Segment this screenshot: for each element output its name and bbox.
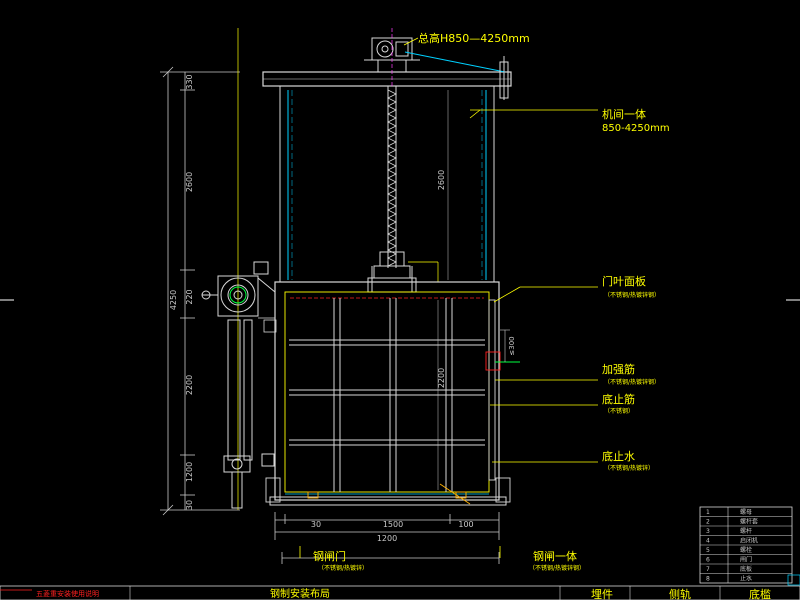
callout-bottom-stop: 底止筋 <box>602 392 635 406</box>
dim-left-upper: 2600 <box>185 172 194 192</box>
dim-left-total: 4250 <box>169 290 178 310</box>
dim-bottom-mid: 1500 <box>383 520 403 529</box>
callout-gate-panel-note: （不锈钢/热镀锌钢） <box>604 291 660 299</box>
dim-inner-lower: 2200 <box>437 368 446 388</box>
callout-reinforcing-rib: 加强筋 <box>602 362 635 376</box>
dim-right-small: ≤300 <box>508 336 516 355</box>
dim-inner-upper: 2600 <box>437 170 446 190</box>
screw-rod <box>387 86 397 268</box>
callout-bottom-stop-note: （不锈钢） <box>604 407 634 415</box>
tab-side-rail[interactable]: 侧轨 <box>669 587 691 600</box>
callout-total-height: 总高H850—4250mm <box>418 31 530 45</box>
handwheel-motor <box>201 28 276 510</box>
callout-bottom-water-stop: 底止水 <box>602 449 635 463</box>
bottom-sill <box>265 477 511 506</box>
title-row-name: 止水 <box>740 575 752 583</box>
status-title: 钢制安装布局 <box>270 587 330 600</box>
dim-bottom-left: 30 <box>311 520 321 529</box>
title-row-num: 2 <box>706 519 710 526</box>
title-row-name: 启闭机 <box>740 537 758 545</box>
title-row-num: 6 <box>706 557 710 564</box>
upper-frame <box>279 85 495 283</box>
callout-steel-gate-note: （不锈钢/热镀锌） <box>318 564 368 572</box>
title-row-num: 5 <box>706 547 710 554</box>
title-row-num: 1 <box>706 509 710 516</box>
title-row-name: 底板 <box>740 565 752 573</box>
title-row-name: 螺杆 <box>740 527 752 535</box>
dim-left-mid2: 2200 <box>185 375 194 395</box>
lifting-nut <box>367 251 417 293</box>
title-row-num: 4 <box>706 538 710 545</box>
callout-gate-panel: 门叶面板 <box>602 274 646 288</box>
callout-machine-body: 机间一体 <box>602 107 646 121</box>
title-row-num: 7 <box>706 566 710 573</box>
dim-left-top: 330 <box>185 74 194 89</box>
gate-stiffeners <box>289 298 485 492</box>
callout-steel-gate-integrated-note: （不锈钢/热镀锌钢） <box>529 564 585 572</box>
status-left-note: 五菱重安装使用说明 <box>36 589 99 598</box>
gate-frame <box>274 281 500 501</box>
title-row-name: 螺栓 <box>740 546 752 554</box>
title-row-num: 3 <box>706 528 710 535</box>
handwheel-hub-green <box>229 286 247 304</box>
callout-machine-body-range: 850-4250mm <box>602 123 670 134</box>
dim-left-low: 1200 <box>185 462 194 482</box>
title-row-name: 闸门 <box>740 556 752 564</box>
callout-steel-gate-integrated: 钢闸一体 <box>533 549 577 563</box>
dim-left-mid1: 220 <box>185 289 194 304</box>
callout-steel-gate: 钢闸门 <box>313 549 346 563</box>
dim-left-bottom: 30 <box>185 500 194 510</box>
right-side-rail <box>485 299 520 481</box>
callout-bottom-water-stop-note: （不锈钢/热镀锌） <box>604 464 654 472</box>
left-dimension-chain <box>160 66 240 516</box>
callout-reinforcing-rib-note: （不锈钢/热镀锌钢） <box>604 378 660 386</box>
dim-bottom-total: 1200 <box>377 534 397 543</box>
tab-bottom-sill[interactable]: 底槛 <box>749 587 771 600</box>
title-row-num: 8 <box>706 576 710 583</box>
bottom-dimensions <box>274 512 500 564</box>
status-bar <box>0 585 800 600</box>
callout-leaders <box>299 37 598 558</box>
title-row-name: 螺杆套 <box>740 518 758 526</box>
title-row-name: 螺母 <box>740 508 752 516</box>
tab-embedded[interactable]: 埋件 <box>591 588 613 600</box>
dim-bottom-right: 100 <box>458 520 473 529</box>
top-beam <box>262 71 512 87</box>
title-block: 1 螺母 2 螺杆套 3 螺杆 4 启闭机 5 螺栓 6 闸门 7 底板 8 止水 <box>699 506 800 586</box>
